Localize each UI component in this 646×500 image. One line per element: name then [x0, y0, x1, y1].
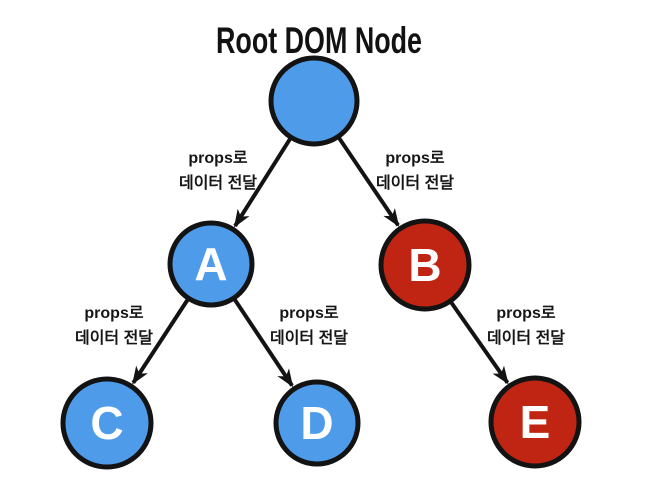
- node-circle-B: [378, 218, 472, 312]
- node-letter-B: B: [408, 239, 441, 291]
- edges-group: [131, 136, 510, 388]
- node-root: [268, 55, 360, 147]
- node-C: C: [60, 376, 154, 470]
- diagram-title: Root DOM Node: [216, 20, 422, 61]
- nodes-group: A B C D E: [60, 55, 582, 470]
- edge-A-C: [131, 298, 190, 385]
- node-letter-E: E: [520, 396, 551, 448]
- edge-A-D: [232, 297, 294, 388]
- node-circle-D: [273, 379, 361, 467]
- node-letter-A: A: [194, 238, 227, 290]
- node-A: A: [167, 220, 255, 308]
- node-D: D: [273, 379, 361, 467]
- node-letter-D: D: [300, 397, 333, 449]
- edge-root-A: [233, 137, 293, 228]
- edge-root-B: [337, 136, 400, 227]
- node-circle-E: [488, 375, 582, 469]
- node-circle-root: [268, 55, 360, 147]
- node-B: B: [378, 218, 472, 312]
- node-letter-C: C: [90, 397, 123, 449]
- edge-B-E: [449, 300, 510, 385]
- node-E: E: [488, 375, 582, 469]
- node-circle-A: [167, 220, 255, 308]
- node-circle-C: [60, 376, 154, 470]
